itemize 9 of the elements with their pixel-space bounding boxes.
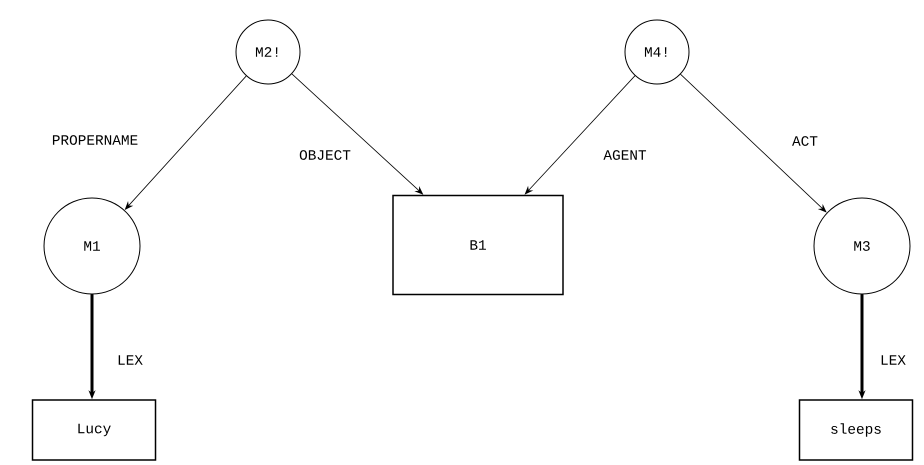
- node-box: Lucy: [32, 399, 156, 461]
- edge-label: PROPERNAME: [50, 134, 140, 146]
- edge-label: ACT: [791, 135, 819, 147]
- edge-label: LEX: [879, 354, 907, 366]
- edge-label: AGENT: [602, 149, 648, 161]
- edge-label: LEX: [116, 354, 144, 366]
- edge-label: OBJECT: [298, 149, 352, 161]
- node-box: B1: [392, 194, 564, 296]
- node-box: sleeps: [798, 399, 914, 461]
